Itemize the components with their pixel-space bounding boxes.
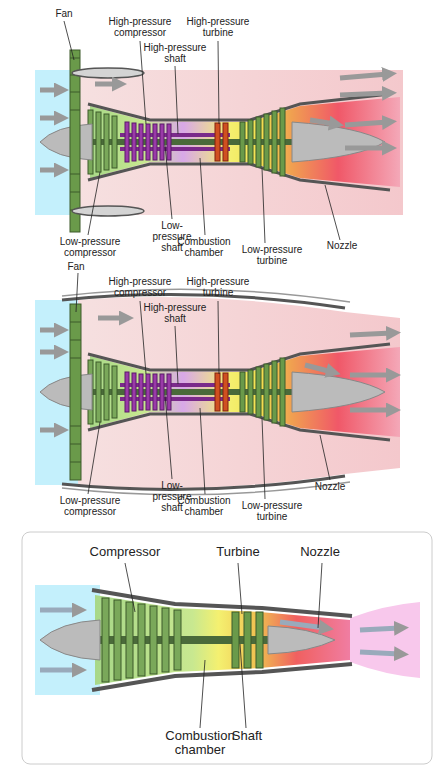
flow-arrow [310, 120, 335, 124]
flow-arrow [340, 93, 388, 95]
part-label: High-pressure compressor [100, 16, 180, 38]
flow-arrows [40, 318, 392, 430]
leader-line [165, 395, 172, 479]
nacelle [62, 482, 350, 495]
leader-line [125, 563, 135, 612]
leader-line [140, 41, 146, 124]
spinner [40, 620, 100, 660]
part-label: Combustion chamber [168, 495, 240, 517]
flow-arrows [40, 610, 400, 670]
nacelle-cowl [72, 206, 144, 216]
blade [114, 600, 121, 680]
tail-cone [268, 626, 335, 654]
leader-lines [125, 563, 322, 728]
part-label: Fan [60, 261, 92, 272]
fan-blade [70, 50, 80, 232]
blade [256, 612, 263, 668]
leader-line [64, 21, 74, 60]
blade [138, 604, 145, 676]
leader-line [200, 408, 205, 494]
flow-arrow [345, 122, 388, 125]
leader-line [200, 158, 205, 235]
leader-line [262, 418, 265, 499]
leader-line [88, 172, 100, 235]
part-label: Turbine [205, 545, 271, 559]
leader-line [240, 644, 246, 728]
flow-arrow [40, 168, 60, 173]
part-label: Fan [48, 8, 80, 19]
part-label: Nozzle [310, 481, 350, 492]
part-label: Low-pressure compressor [44, 495, 136, 517]
part-label: Low-pressure turbine [232, 500, 312, 522]
blade [102, 598, 109, 682]
leader-line [218, 41, 219, 124]
blade [162, 608, 169, 672]
part-label: Low-pressure turbine [232, 244, 312, 266]
engine-core [40, 344, 400, 440]
flow-arrow [40, 428, 60, 433]
blade [232, 612, 239, 668]
engine-core [40, 94, 400, 190]
flow-arrow [345, 146, 388, 151]
leader-line [88, 422, 100, 494]
flow-arrow [305, 365, 332, 372]
flow-arrow [350, 408, 392, 413]
panel-frame [22, 532, 432, 764]
part-label: High-pressure compressor [100, 276, 180, 298]
part-label: Combustion chamber [168, 236, 240, 258]
part-label: High-pressure shaft [140, 302, 210, 324]
leader-line [262, 168, 265, 243]
flow-arrow [40, 668, 78, 673]
nacelle-cowl [72, 68, 144, 78]
fan-segments [70, 58, 80, 210]
flow-arrow [40, 116, 60, 121]
leader-line [325, 185, 340, 240]
flow-arrow [340, 74, 388, 78]
intake-air [35, 585, 100, 695]
part-label: Compressor [80, 545, 170, 559]
turbine [232, 612, 263, 668]
leader-line [318, 563, 322, 628]
blade [126, 602, 133, 678]
flow-arrow [350, 373, 392, 378]
part-label: Low-pressure compressor [44, 236, 136, 258]
leader-line [320, 435, 330, 480]
leader-line [175, 66, 178, 134]
flow-arrow [360, 628, 400, 630]
flow-arrow [40, 88, 60, 93]
leader-line [175, 326, 178, 384]
part-label: High-pressure turbine [180, 16, 256, 38]
part-label: Nozzle [290, 545, 350, 559]
exhaust-plume [350, 602, 420, 678]
leader-lines [64, 21, 340, 243]
flow-arrow [350, 333, 392, 335]
blade [244, 612, 251, 668]
flow-arrow [98, 316, 125, 321]
flow-arrow [360, 652, 400, 654]
leader-line [238, 563, 242, 614]
part-label: High-pressure shaft [140, 42, 210, 64]
leader-line [165, 145, 172, 219]
fan-blade [70, 304, 81, 480]
fan-segments [70, 322, 81, 462]
leader-lines [76, 273, 330, 499]
leader-line [200, 660, 205, 728]
blade [174, 610, 181, 670]
compressor [102, 598, 181, 682]
part-label: Shaft [222, 729, 272, 743]
flow-arrow [40, 328, 60, 333]
leader-line [76, 273, 78, 312]
leader-line [218, 301, 219, 374]
flow-arrow [95, 82, 118, 87]
part-label: High-pressure turbine [180, 276, 256, 298]
blade [150, 606, 157, 674]
flow-arrow [40, 608, 78, 613]
core-flow [95, 595, 350, 685]
flow-arrow [40, 350, 60, 355]
flow-arrows [40, 74, 388, 170]
part-label: Nozzle [322, 240, 362, 251]
